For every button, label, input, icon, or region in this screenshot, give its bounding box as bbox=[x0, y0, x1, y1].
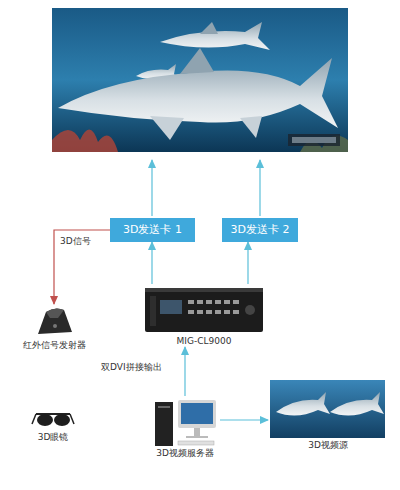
connector-arrow bbox=[151, 242, 152, 284]
glasses-device: 3D眼镜 bbox=[22, 406, 84, 443]
edge-label: 3D信号 bbox=[59, 236, 92, 247]
edge-label: 双DVI拼接输出 bbox=[100, 362, 163, 373]
device-label: 3D视频源 bbox=[268, 440, 388, 451]
output-arrow bbox=[151, 160, 152, 216]
glasses-icon bbox=[32, 414, 74, 426]
connector-arrow bbox=[247, 242, 248, 284]
device-label: 3D视频服务器 bbox=[150, 448, 220, 459]
processor-device: MIG-CL9000 bbox=[140, 284, 268, 347]
ir-transmitter-icon bbox=[38, 308, 72, 334]
video-source: 3D视频源 bbox=[268, 378, 388, 451]
connector-arrow bbox=[220, 419, 268, 420]
connector-arrow bbox=[54, 230, 110, 304]
video-source-image bbox=[270, 380, 385, 438]
send-card-box: 3D发送卡 1 bbox=[110, 218, 195, 242]
connector-arrow bbox=[184, 347, 185, 396]
video-server: 3D视频服务器 bbox=[150, 396, 220, 459]
box-label: 3D发送卡 2 bbox=[230, 223, 290, 237]
device-label: 红外信号发射器 bbox=[18, 340, 90, 351]
server-icon bbox=[155, 400, 216, 446]
device-label: MIG-CL9000 bbox=[140, 336, 268, 347]
device-label: 3D眼镜 bbox=[22, 432, 84, 443]
box-label: 3D发送卡 1 bbox=[118, 223, 187, 237]
ir-transmitter: 红外信号发射器 bbox=[18, 304, 90, 351]
send-card-box: 3D发送卡 2 bbox=[222, 218, 298, 242]
output-arrow bbox=[259, 160, 260, 216]
led-screen bbox=[52, 8, 348, 152]
processor-icon bbox=[145, 288, 263, 332]
